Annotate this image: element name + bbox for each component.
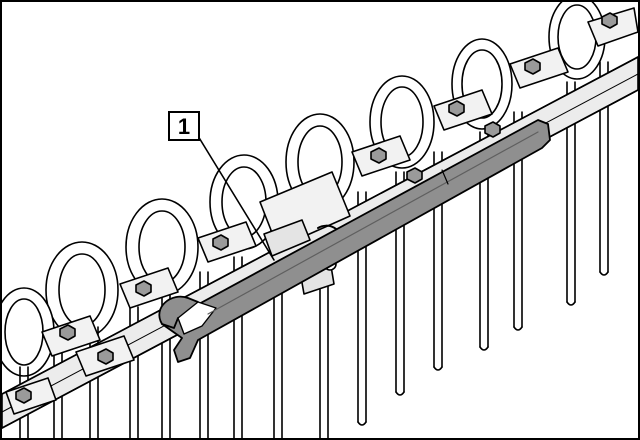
open-end-wrench-icon <box>158 119 551 363</box>
callout-1: 1 <box>168 111 200 141</box>
callout-label: 1 <box>178 114 190 139</box>
hex-nuts <box>15 12 618 404</box>
callout-leader <box>197 135 275 261</box>
